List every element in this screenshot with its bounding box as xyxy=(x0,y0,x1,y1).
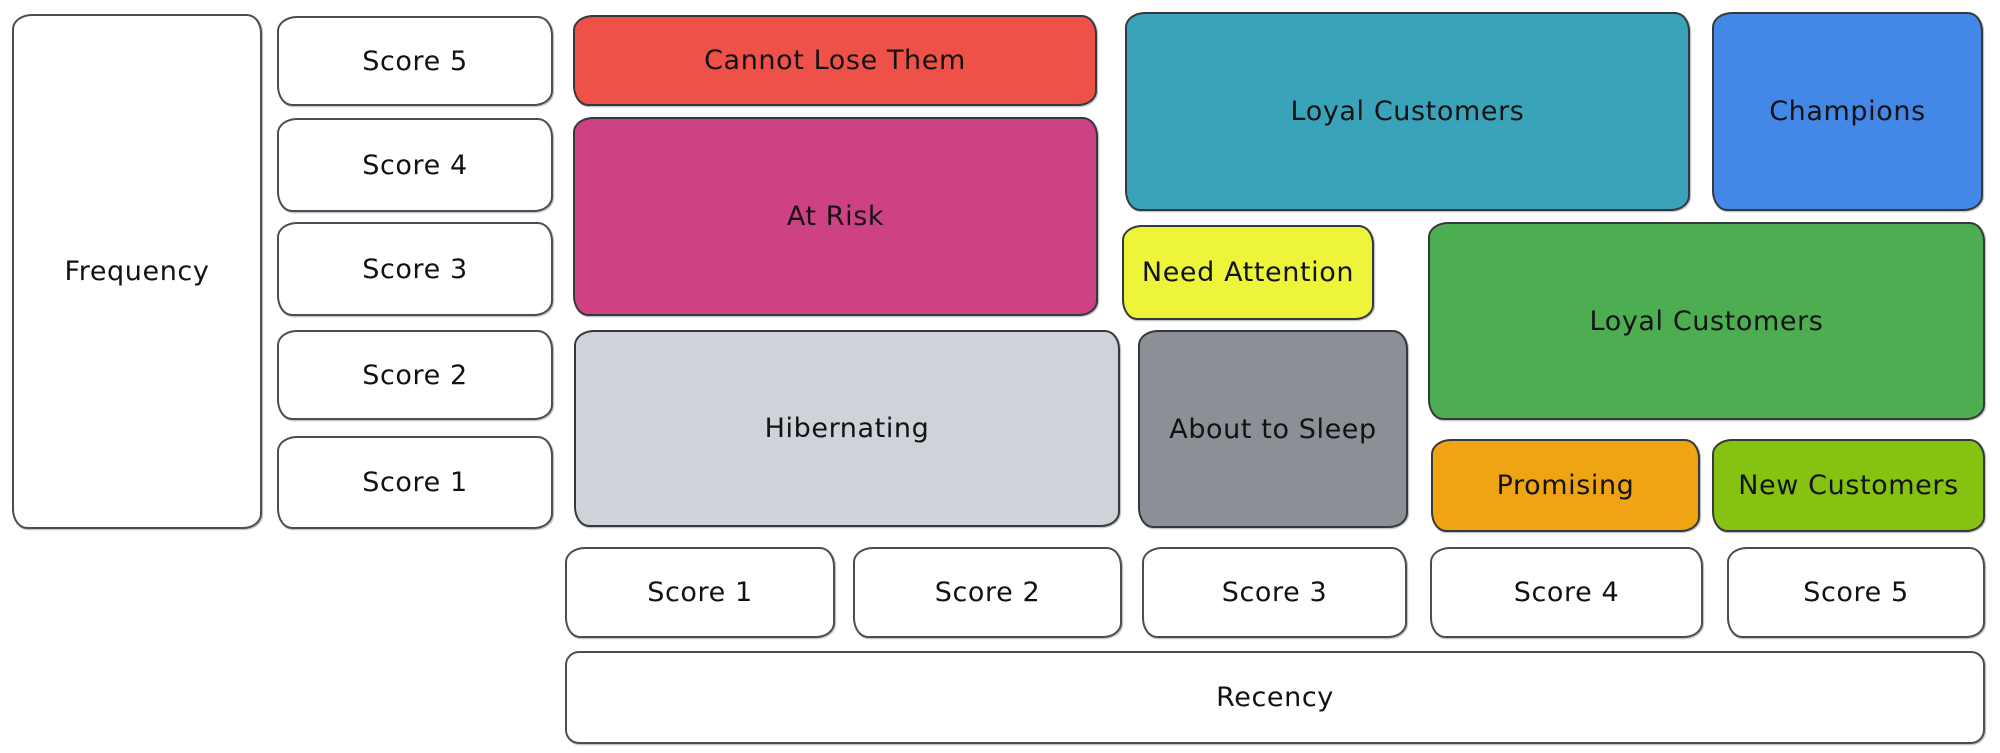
frequency-score-1-label: Score 1 xyxy=(277,436,553,529)
recency-score-3-label: Score 3 xyxy=(1142,547,1407,638)
segment-cannot-lose-them: Cannot Lose Them xyxy=(573,15,1097,106)
frequency-axis-title: Frequency xyxy=(12,14,262,529)
segment-champions: Champions xyxy=(1712,12,1983,211)
frequency-score-2-label: Score 2 xyxy=(277,330,553,420)
segment-about-to-sleep: About to Sleep xyxy=(1138,330,1408,528)
recency-score-1-label: Score 1 xyxy=(565,547,835,638)
segment-need-attention: Need Attention xyxy=(1122,225,1374,320)
segment-loyal-customers-right: Loyal Customers xyxy=(1428,222,1985,420)
segment-hibernating: Hibernating xyxy=(574,330,1120,527)
frequency-score-5-label: Score 5 xyxy=(277,16,553,106)
segment-new-customers: New Customers xyxy=(1712,439,1985,532)
segment-promising: Promising xyxy=(1431,439,1700,532)
segment-loyal-customers-top: Loyal Customers xyxy=(1125,12,1690,211)
segment-at-risk: At Risk xyxy=(573,117,1098,316)
recency-score-2-label: Score 2 xyxy=(853,547,1122,638)
recency-score-4-label: Score 4 xyxy=(1430,547,1703,638)
recency-score-5-label: Score 5 xyxy=(1727,547,1985,638)
frequency-score-4-label: Score 4 xyxy=(277,118,553,212)
recency-axis-title: Recency xyxy=(565,651,1985,744)
frequency-score-3-label: Score 3 xyxy=(277,222,553,316)
